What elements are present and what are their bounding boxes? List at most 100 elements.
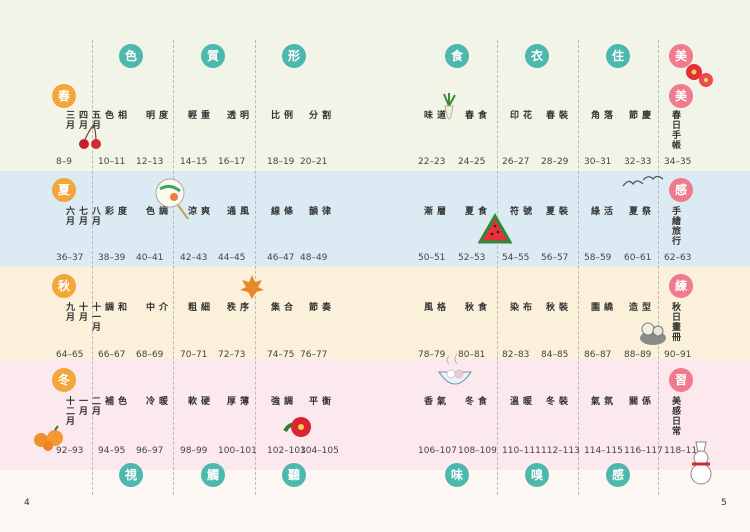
page-range: 78–79: [418, 350, 446, 360]
page-range: 106–107: [418, 446, 457, 456]
section-title: 氛: [602, 396, 612, 406]
page-range: 102–103: [267, 446, 306, 456]
band-autumn: [0, 267, 750, 359]
section-title: 風: [422, 302, 432, 312]
section-title: 裝: [557, 206, 567, 216]
section-title: 涼: [186, 206, 196, 216]
theme-circle: 練: [669, 274, 693, 298]
section-title: 裝: [557, 302, 567, 312]
section-title: 秋: [544, 302, 554, 312]
section-title: 味: [422, 110, 432, 120]
header-circle-top: 色: [119, 44, 143, 68]
header-circle-top: 食: [445, 44, 469, 68]
section-title: 漸: [422, 206, 432, 216]
section-title: 造: [627, 302, 637, 312]
page-range: 14–15: [180, 157, 208, 167]
section-title: 比: [269, 110, 279, 120]
section-title: 綠: [589, 206, 599, 216]
section-title: 爽: [199, 206, 209, 216]
page-range: 92–93: [56, 446, 84, 456]
page-range: 66–67: [98, 350, 126, 360]
season-circle: 春: [52, 84, 76, 108]
section-title: 氣: [589, 396, 599, 406]
page-range: 114–115: [584, 446, 623, 456]
page-range: 18–19: [267, 157, 295, 167]
page-range: 12–13: [136, 157, 164, 167]
page-range: 70–71: [180, 350, 208, 360]
section-title: 度: [116, 206, 126, 216]
section-title: 律: [320, 206, 330, 216]
page-range: 76–77: [300, 350, 328, 360]
section-title: 八月: [90, 206, 100, 226]
section-title: 六月: [64, 206, 74, 226]
header-circle-top: 質: [201, 44, 225, 68]
page-range: 36–37: [56, 253, 84, 263]
page-range: 8–9: [56, 157, 72, 167]
section-title: 溫: [508, 396, 518, 406]
section-title: 薄: [238, 396, 248, 406]
page-range: 46–47: [267, 253, 295, 263]
section-title: 調: [282, 396, 292, 406]
section-title: 花: [521, 110, 531, 120]
section-title: 角: [589, 110, 599, 120]
birds-icon: [622, 175, 664, 187]
header-circle-bottom: 觸: [201, 463, 225, 487]
maple-leaf-icon: [240, 275, 264, 299]
page-range: 42–43: [180, 253, 208, 263]
section-title: 秩: [225, 302, 235, 312]
page-range: 100–101: [218, 446, 257, 456]
section-title: 夏: [627, 206, 637, 216]
fan-icon: [155, 178, 189, 220]
page-number-right: 5: [721, 498, 727, 508]
page-range: 82–83: [502, 350, 530, 360]
column-divider: [255, 40, 256, 495]
page-range: 30–31: [584, 157, 612, 167]
section-title: 厚: [225, 396, 235, 406]
section-title: 四月: [77, 110, 87, 130]
column-divider: [173, 40, 174, 495]
section-title: 線: [269, 206, 279, 216]
section-title: 平: [307, 396, 317, 406]
cherry-icon: [79, 123, 101, 149]
section-title: 型: [640, 302, 650, 312]
section-title: 七月: [77, 206, 87, 226]
section-title: 關: [627, 396, 637, 406]
season-circle: 夏: [52, 178, 76, 202]
section-title: 秋日畫冊: [670, 302, 680, 342]
section-title: 繞: [602, 302, 612, 312]
page-range: 64–65: [56, 350, 84, 360]
page-range: 40–41: [136, 253, 164, 263]
section-title: 夏: [463, 206, 473, 216]
section-title: 祭: [640, 206, 650, 216]
section-title: 食: [476, 110, 486, 120]
section-title: 十二月: [64, 396, 74, 426]
header-circle-bottom: 味: [445, 463, 469, 487]
page-range: 96–97: [136, 446, 164, 456]
section-title: 九月: [64, 302, 74, 322]
section-title: 透: [225, 110, 235, 120]
header-circle-bottom: 聽: [282, 463, 306, 487]
section-title: 調: [103, 302, 113, 312]
section-title: 暖: [157, 396, 167, 406]
column-divider: [658, 40, 659, 495]
page-range: 84–85: [541, 350, 569, 360]
section-title: 風: [238, 206, 248, 216]
section-title: 號: [521, 206, 531, 216]
page-range: 112–113: [541, 446, 580, 456]
section-title: 色: [144, 206, 154, 216]
page-range: 58–59: [584, 253, 612, 263]
section-title: 補: [103, 396, 113, 406]
section-title: 二月: [90, 396, 100, 416]
page-range: 110–111: [502, 446, 541, 456]
section-title: 格: [435, 302, 445, 312]
section-title: 春: [463, 110, 473, 120]
section-title: 分: [307, 110, 317, 120]
section-title: 奏: [320, 302, 330, 312]
page-range: 56–57: [541, 253, 569, 263]
section-title: 衡: [320, 396, 330, 406]
page-range: 22–23: [418, 157, 446, 167]
section-title: 韻: [307, 206, 317, 216]
column-divider: [92, 40, 93, 495]
page-range: 86–87: [584, 350, 612, 360]
watermelon-icon: [478, 212, 512, 244]
